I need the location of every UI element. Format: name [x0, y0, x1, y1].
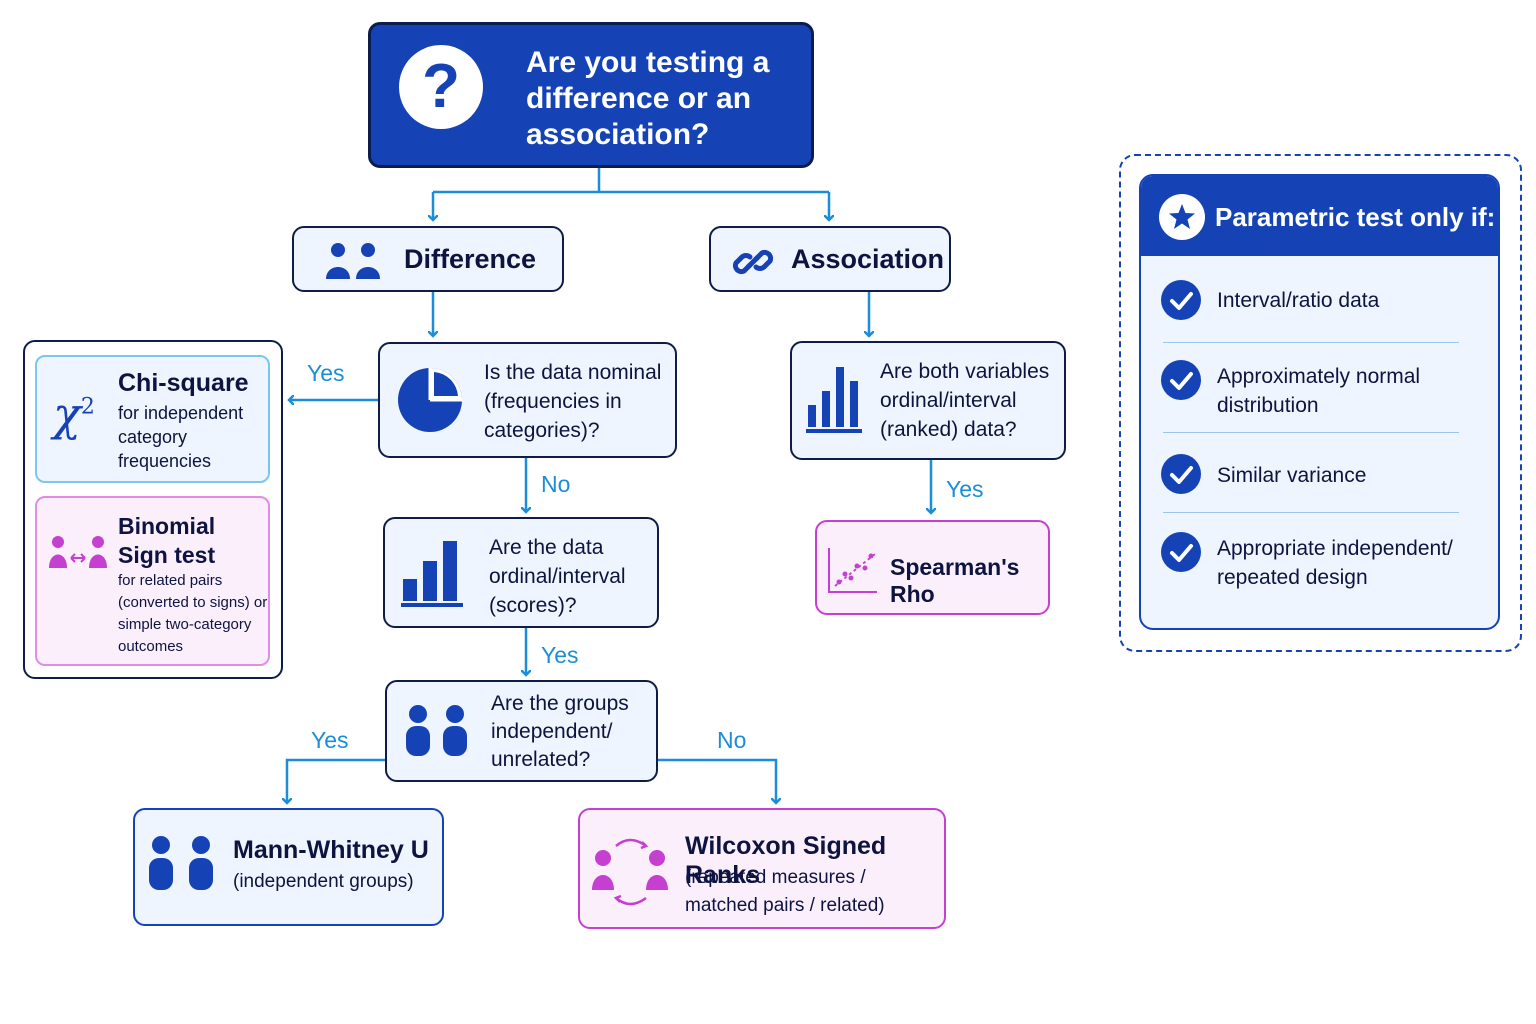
- binomial-sign-title: Binomial Sign test: [118, 513, 216, 568]
- mann-whitney-description: (independent groups): [233, 871, 414, 892]
- spearman-card: Spearman's Rho: [815, 520, 1050, 615]
- groups-question-node: Are the groups independent/ unrelated?: [385, 680, 658, 782]
- ordinal-question-text: Are the data ordinal/interval (scores)?: [489, 536, 626, 617]
- wilcoxon-description: (repeated measures / matched pairs / rel…: [685, 867, 885, 916]
- scatter-plot-icon: [828, 548, 877, 593]
- edge-label-nominal-no: No: [541, 471, 571, 497]
- pie-chart-icon: [398, 368, 462, 432]
- association-label: Association: [791, 244, 945, 274]
- mann-whitney-card: Mann-Whitney U (independent groups): [133, 808, 444, 926]
- link-icon: [732, 249, 774, 275]
- star-icon: [1159, 194, 1205, 240]
- parametric-conditions-card: Parametric test only if: Interval/ratio …: [1139, 174, 1500, 630]
- wilcoxon-card: Wilcoxon Signed Ranks (repeated measures…: [578, 808, 946, 929]
- edge-label-ordinal-yes: Yes: [541, 642, 579, 668]
- repeated-measures-icon: [592, 838, 668, 906]
- check-icon: [1161, 454, 1201, 494]
- divider: [1163, 432, 1459, 433]
- nominal-question-text: Is the data nominal (frequencies in cate…: [484, 361, 662, 442]
- divider: [1163, 342, 1459, 343]
- root-question-text: Are you testing a difference or an assoc…: [526, 46, 770, 151]
- association-node: Association: [709, 226, 951, 292]
- difference-node: Difference: [292, 226, 564, 292]
- binomial-sign-description: for related pairs (converted to signs) o…: [118, 572, 268, 655]
- wilcoxon-title: Wilcoxon Signed Ranks: [685, 832, 887, 889]
- two-people-icon: [406, 705, 467, 756]
- both-ordinal-question-node: Are both variables ordinal/interval (ran…: [790, 341, 1066, 460]
- both-ordinal-question-text: Are both variables ordinal/interval (ran…: [880, 360, 1050, 441]
- chi-square-symbol: χ2: [53, 387, 95, 441]
- check-icon: [1161, 360, 1201, 400]
- edge-label-association-yes: Yes: [946, 476, 984, 502]
- parametric-condition: Approximately normal distribution: [1217, 365, 1421, 417]
- parametric-title: Parametric test only if:: [1215, 202, 1496, 232]
- root-to-branches-line: [433, 168, 829, 194]
- chi-square-title: Chi-square: [118, 369, 249, 397]
- chi-square-card: χ2 Chi-square for independent category f…: [35, 355, 270, 483]
- difference-label: Difference: [404, 244, 537, 274]
- chi-square-description: for independent category frequencies: [118, 403, 244, 471]
- nominal-question-node: Is the data nominal (frequencies in cate…: [378, 342, 677, 458]
- spearman-title: Spearman's Rho: [890, 554, 1020, 607]
- arrow-to-mann-whitney: [287, 758, 385, 803]
- paired-people-icon: [49, 536, 107, 568]
- groups-question-text: Are the groups independent/ unrelated?: [491, 692, 629, 771]
- parametric-panel-outline: [1119, 154, 1522, 652]
- parametric-condition: Interval/ratio data: [1217, 289, 1380, 312]
- bar-chart-icon: [401, 541, 463, 607]
- edge-label-groups-no: No: [717, 727, 747, 753]
- two-people-icon: [149, 836, 213, 890]
- people-icon: [326, 243, 380, 279]
- parametric-condition: Appropriate independent/ repeated design: [1217, 537, 1453, 589]
- check-icon: [1161, 532, 1201, 572]
- binomial-sign-card: Binomial Sign test for related pairs (co…: [35, 496, 270, 666]
- check-icon: [1161, 280, 1201, 320]
- ordinal-question-node: Are the data ordinal/interval (scores)?: [383, 517, 659, 628]
- bar-chart-icon: [806, 367, 862, 433]
- edge-label-nominal-yes: Yes: [307, 360, 345, 386]
- parametric-condition: Similar variance: [1217, 464, 1367, 487]
- question-icon: ?: [399, 45, 483, 129]
- arrow-to-wilcoxon: [658, 758, 776, 803]
- parametric-header: Parametric test only if:: [1141, 176, 1498, 256]
- mann-whitney-title: Mann-Whitney U: [233, 836, 429, 864]
- edge-label-groups-yes: Yes: [311, 727, 349, 753]
- root-question-box: ? Are you testing a difference or an ass…: [368, 22, 814, 168]
- divider: [1163, 512, 1459, 513]
